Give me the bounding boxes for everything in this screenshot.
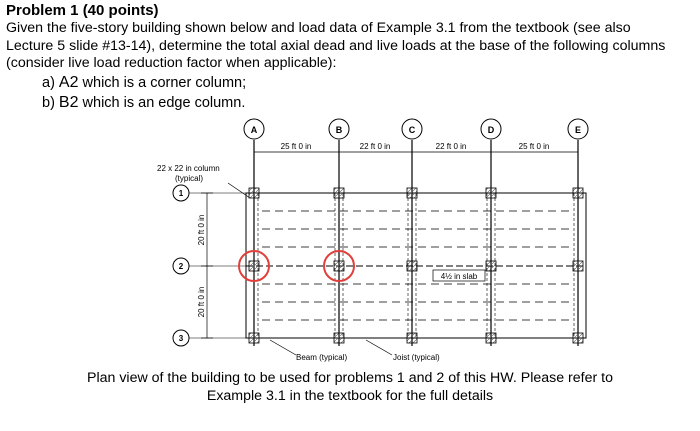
slab-label: 4½ in slab (441, 272, 478, 281)
statement-line-2: Lecture 5 slide #13-14), determine the t… (6, 37, 666, 54)
grid-bubbles-numbers: 1 2 3 (172, 184, 190, 347)
problem-title: Problem 1 (40 points) (6, 2, 159, 19)
problem-statement: Given the five-story building shown belo… (6, 20, 696, 73)
span-label-cd: 22 ft 0 in (436, 142, 467, 151)
grid-line-stubs (189, 192, 246, 339)
column-id-b2: B2 (58, 94, 79, 111)
span-label-12: 20 ft 0 in (197, 215, 206, 246)
svg-text:C: C (409, 125, 416, 135)
column-id-a2: A2 (58, 74, 79, 91)
highlight-column-a2 (238, 250, 270, 282)
svg-text:2: 2 (179, 262, 184, 271)
statement-line-1: Given the five-story building shown belo… (6, 20, 631, 36)
svg-text:E: E (575, 125, 581, 135)
grid-bubble-e: E (567, 118, 589, 140)
svg-text:A: A (251, 125, 258, 135)
grid-bubble-d: D (480, 118, 502, 140)
caption-line-1: Plan view of the building to be used for… (86, 370, 614, 386)
statement-line-3: (consider live load reduction factor whe… (6, 55, 337, 71)
column-note-leader (227, 182, 251, 199)
item-b: b) B2 which is an edge column. (42, 94, 246, 111)
svg-text:1: 1 (179, 189, 184, 198)
span-labels-x: 25 ft 0 in 22 ft 0 in 22 ft 0 in 25 ft 0… (281, 142, 550, 151)
beam-leader (269, 339, 297, 356)
span-label-ab: 25 ft 0 in (281, 142, 312, 151)
grid-bubbles-letters: A B C D E (243, 118, 589, 140)
caption-line-2: Example 3.1 in the textbook for the full… (206, 388, 494, 404)
joist-leader (365, 339, 393, 356)
slab-label-box (432, 269, 486, 282)
left-dimension-line (201, 192, 213, 339)
column-note-line1: 22 x 22 in column (157, 164, 220, 173)
grid-bubble-c: C (401, 118, 423, 140)
grid-bubble-3: 3 (172, 329, 190, 347)
span-label-23: 20 ft 0 in (197, 287, 206, 318)
span-label-bc: 22 ft 0 in (360, 142, 391, 151)
column-note-line2: (typical) (175, 174, 203, 183)
svg-text:3: 3 (179, 334, 184, 343)
item-a: a) A2 which is a corner column; (42, 74, 247, 91)
columns (248, 187, 584, 344)
svg-text:B: B (336, 125, 343, 135)
grid-bubble-1: 1 (172, 184, 190, 202)
highlight-column-b2 (323, 250, 355, 282)
svg-text:D: D (488, 125, 495, 135)
grid-bubble-a: A (243, 118, 265, 140)
joist-label: Joist (typical) (393, 353, 440, 362)
span-label-de: 25 ft 0 in (519, 142, 550, 151)
beams-vertical (253, 140, 579, 346)
grid-bubble-2: 2 (172, 257, 190, 275)
grid-bubble-b: B (328, 118, 350, 140)
beam-label: Beam (typical) (296, 353, 347, 362)
